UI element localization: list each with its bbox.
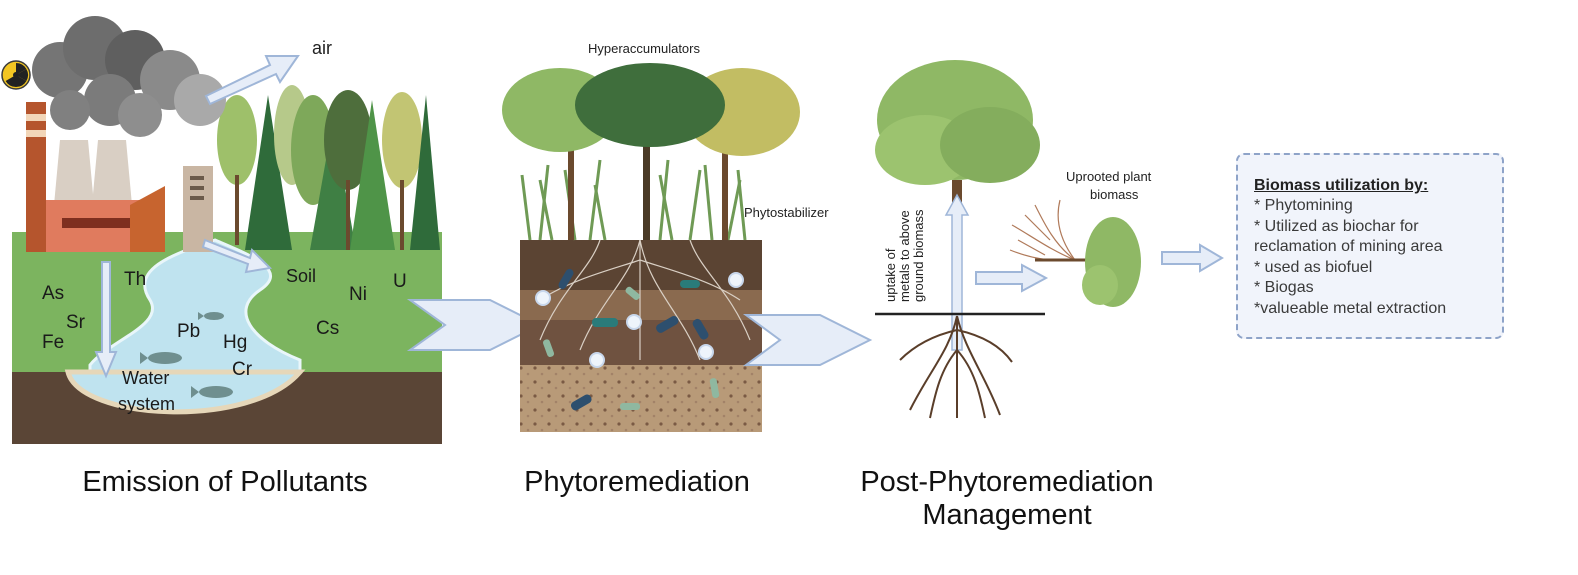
flow-arrow-1 [406,299,543,351]
element-ni: Ni [349,284,367,305]
biomass-item-metal-extraction: *valueable metal extraction [1254,299,1447,317]
tree-roots [899,315,1013,419]
hyperaccumulator-trees [502,63,800,240]
element-cs: Cs [316,318,339,339]
water-system-label-line1: Water [122,368,169,388]
caption-emission: Emission of Pollutants [82,466,368,498]
caption-post-line2: Management [922,499,1092,531]
phytostabilizer-label: Phytostabilizer [744,205,829,220]
biomass-utilization-box: Biomass utilization by: * Phytomining * … [1236,153,1504,339]
arrow-to-soil [201,238,273,274]
arrow-to-air [204,55,300,106]
water-pond [64,369,306,415]
fish-icon [140,312,233,398]
post-phytoremediation-scene: uptake of metals to above ground biomass… [875,60,1152,419]
element-th: Th [124,269,146,290]
element-symbols: As Sr Fe Th Pb Hg Cr Ni U Cs [42,269,407,380]
uptake-label-line2: metals to above [897,210,912,302]
uptake-label-line3: ground biomass [911,209,926,302]
radiation-hazard-icon [1,60,31,90]
biomass-item-phytomining: * Phytomining [1254,197,1353,214]
smoke-cloud [32,16,226,137]
element-sr: Sr [66,312,86,333]
microbes [535,268,744,411]
hyperaccumulators-label: Hyperaccumulators [588,41,700,56]
factory [26,102,213,252]
arrow-to-uprooted [975,263,1049,293]
uptake-label-line1: uptake of [883,248,898,302]
uprooted-label-line1: Uprooted plant [1066,169,1152,184]
biomass-item-biogas: * Biogas [1254,279,1314,296]
soil-label: Soil [286,266,316,286]
grass-plants [520,159,747,241]
uprooted-plant [1009,199,1141,307]
element-as: As [42,283,64,304]
element-pb: Pb [177,321,200,342]
uptake-label: uptake of metals to above ground biomass [883,209,926,302]
biomass-item-biochar: * Utilized as biochar for [1254,217,1419,235]
arrow-to-water [94,261,118,379]
flow-arrow-2 [742,314,873,366]
element-hg: Hg [223,332,247,353]
arrow-to-biomass-box [1161,243,1224,273]
biomass-item-biofuel: * used as biofuel [1254,258,1373,276]
water-system-label-line2: system [118,394,175,414]
uptake-arrow [944,193,970,351]
uprooted-label-line2: biomass [1090,187,1139,202]
element-fe: Fe [42,332,64,353]
element-u: U [393,271,407,292]
biomass-box-title: Biomass utilization by: [1254,177,1429,194]
air-label: air [312,38,332,58]
element-cr: Cr [232,359,253,380]
caption-phytoremediation: Phytoremediation [524,466,750,498]
soil-horizon-top [520,240,762,290]
biomass-item-reclamation: reclamation of mining area [1254,238,1443,255]
phytoremediation-scene: Hyperaccumulators Phytostabilizer [502,41,829,432]
pollution-scene: air Soil Water system As Sr Fe Th Pb Hg … [1,16,442,444]
caption-post-line1: Post-Phytoremediation [860,466,1154,498]
forest [217,85,440,250]
